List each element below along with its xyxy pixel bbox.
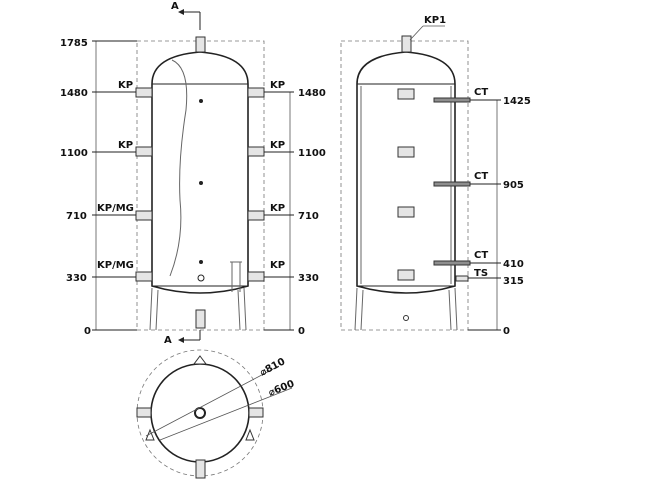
kp1-label: KP1 — [424, 15, 446, 26]
ct-rod-905 — [433, 181, 471, 187]
port-label-left-4: KP/MG — [97, 260, 134, 271]
section-marker-top: A — [171, 1, 179, 12]
svg-text:⌀600: ⌀600 — [267, 378, 296, 398]
diameter-810-line — [145, 367, 276, 437]
bottom-nozzle — [195, 309, 206, 329]
port-label-right-4: KP — [270, 260, 285, 271]
center-nozzle — [194, 407, 206, 419]
port-right-1480 — [247, 87, 265, 98]
flange-4 — [397, 269, 415, 281]
drain-point — [403, 315, 409, 321]
diameter-symbol: ⌀ — [267, 386, 277, 398]
left-level-ticks — [92, 40, 137, 331]
right-view-level-ticks — [468, 99, 501, 331]
dim-810-value: 810 — [264, 356, 288, 376]
diameter-symbol: ⌀ — [258, 366, 268, 379]
port-right-330 — [247, 271, 265, 282]
right-level-710: 710 — [298, 211, 319, 222]
port-label-left-3: KP/MG — [97, 203, 134, 214]
ts-label: TS — [474, 268, 488, 279]
right-level-ticks-left-view — [264, 91, 294, 331]
level-label-1480: 1480 — [60, 88, 88, 99]
port-label-right-3: KP — [270, 203, 285, 214]
dim-600-label: ⌀600 — [267, 378, 296, 398]
right-level-1480: 1480 — [298, 88, 326, 99]
tank-body — [151, 51, 249, 294]
tank-circle — [150, 363, 250, 463]
right-level-1100: 1100 — [298, 148, 326, 159]
port-left-1100 — [135, 146, 153, 157]
sensor-dot — [199, 260, 203, 264]
internal-pipe — [230, 261, 242, 292]
plan-port-bottom — [195, 459, 206, 479]
support-legs — [149, 287, 247, 331]
port-label-left-2: KP — [118, 140, 133, 151]
level-label-330: 330 — [66, 273, 87, 284]
dim-600-value: 600 — [273, 378, 297, 396]
plan-view: ⌀810 ⌀600 — [136, 349, 296, 479]
level-label-0: 0 — [84, 326, 91, 337]
level-label-710: 710 — [66, 211, 87, 222]
leg-marker-top — [193, 355, 207, 365]
right-elevation-view: KP1 CT CT CT TS 1425 905 410 315 0 — [340, 15, 531, 337]
right-level-zero: 0 — [503, 326, 510, 337]
ct-rod-1425 — [433, 97, 471, 103]
drain-symbol — [197, 274, 205, 282]
support-legs-right — [354, 287, 458, 331]
ct-label-3: CT — [474, 250, 488, 261]
right-level-330: 330 — [298, 273, 319, 284]
section-marker-bottom: A — [164, 335, 172, 346]
ct-rod-410 — [433, 260, 471, 266]
diameter-600-line — [159, 387, 293, 441]
leg-marker-right — [245, 428, 255, 441]
port-label-right-2: KP — [270, 140, 285, 151]
left-elevation-view: A A 1785 1480 1100 710 330 0 KP KP KP/MG… — [60, 1, 326, 346]
ct-label-1: CT — [474, 87, 488, 98]
plan-port-right — [248, 407, 264, 418]
port-left-710 — [135, 210, 153, 221]
right-level-1425: 1425 — [503, 96, 531, 107]
port-label-left-1: KP — [118, 80, 133, 91]
internal-wavy-line — [169, 59, 188, 277]
ct-label-2: CT — [474, 171, 488, 182]
ts-sensor — [455, 275, 469, 282]
top-nozzle-right — [401, 35, 412, 53]
level-label-1785: 1785 — [60, 38, 88, 49]
flange-2 — [397, 146, 415, 158]
port-label-right-1: KP — [270, 80, 285, 91]
sensor-dot — [199, 99, 203, 103]
level-label-1100: 1100 — [60, 148, 88, 159]
port-right-1100 — [247, 146, 265, 157]
top-nozzle — [195, 36, 206, 53]
flange-1 — [397, 88, 415, 100]
right-level-0: 0 — [298, 326, 305, 337]
svg-text:⌀810: ⌀810 — [258, 356, 287, 378]
tank-body-right — [356, 51, 456, 294]
sensor-dot — [199, 181, 203, 185]
port-left-330 — [135, 271, 153, 282]
dim-810-label: ⌀810 — [258, 356, 287, 378]
flange-3 — [397, 206, 415, 218]
right-level-315: 315 — [503, 276, 524, 287]
right-level-410: 410 — [503, 259, 524, 270]
plan-port-left — [136, 407, 152, 418]
port-right-710 — [247, 210, 265, 221]
kp1-leader — [409, 25, 424, 41]
port-left-1480 — [135, 87, 153, 98]
right-level-905: 905 — [503, 180, 524, 191]
